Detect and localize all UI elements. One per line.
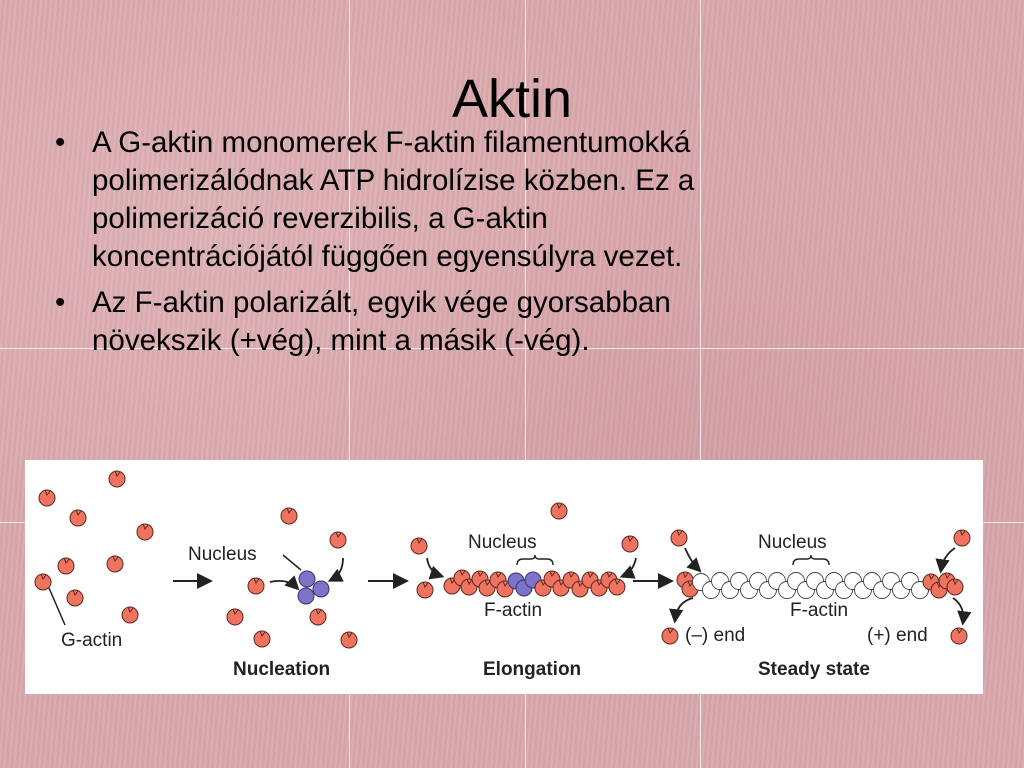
actin-polymerization-figure: G-actin Nucleus Nucleation [25,460,983,694]
nucleus-label: Nucleus [468,532,537,553]
curved-arrow-icon [327,557,344,582]
f-actin-filament-elongation [443,569,626,598]
curved-arrow-icon [619,557,637,579]
curved-arrow-icon [684,547,702,573]
f-actin-filament-steady [676,571,964,599]
nucleus-label: Nucleus [758,532,827,553]
nucleus-label: Nucleus [188,544,257,565]
g-actin-monomers [34,470,154,624]
background-tile-line [349,0,350,768]
bullet-item: • A G-aktin monomerek F-aktin filamentum… [55,124,955,276]
brace-icon [516,554,554,566]
curved-arrow-icon [935,547,956,574]
nucleation-monomers [226,507,358,649]
bullet-line: polimerizálódnak ATP hidrolízise közben.… [92,164,695,197]
background-tile-line [700,0,701,768]
bullet-line: polimerizáció reverzibilis, a G-aktin [92,202,548,235]
stage-label-elongation: Elongation [483,659,581,680]
curved-arrow-icon [269,575,300,591]
bullet-line: Az F-aktin polarizált, egyik vége gyorsa… [92,286,671,319]
minus-end-label: (–) end [685,625,745,646]
stage-label-steady-state: Steady state [758,659,870,680]
bullet-item: • Az F-aktin polarizált, egyik vége gyor… [55,284,955,360]
bullet-list: • A G-aktin monomerek F-aktin filamentum… [55,124,955,368]
bullet-line: növekszik (+vég), mint a másik (-vég). [92,324,590,357]
f-actin-label: F-actin [790,600,848,621]
bullet-marker: • [55,126,66,159]
g-actin-pointer [48,587,66,626]
bullet-line: A G-aktin monomerek F-aktin filamentumok… [92,126,691,159]
bullet-marker: • [55,286,66,319]
curved-arrow-icon [952,597,972,626]
g-actin-label: G-actin [61,630,122,651]
background-tile-line [525,0,526,768]
stage-label-nucleation: Nucleation [233,659,330,680]
curved-arrow-icon [426,557,445,580]
slide-title: Aktin [451,69,573,130]
background-tile-line [0,348,1024,349]
brace-icon [792,554,830,566]
nucleus-cluster [297,570,330,605]
curved-arrow-icon [669,597,694,624]
nucleus-pointer [282,554,302,571]
plus-end-label: (+) end [867,625,928,646]
bullet-line: koncentrációjától függően egyensúlyra ve… [92,240,683,273]
f-actin-label: F-actin [484,600,542,621]
